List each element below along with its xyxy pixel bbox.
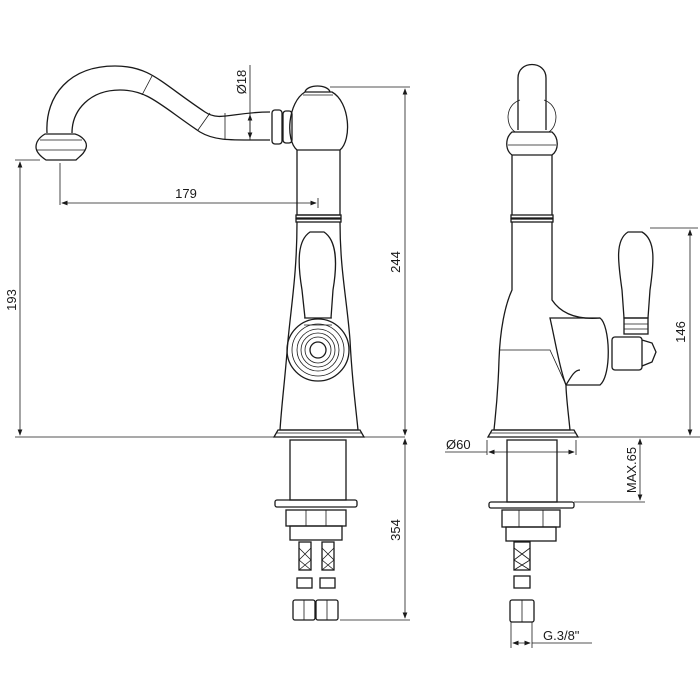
dim-total-length: 354: [388, 519, 403, 541]
faucet-body-front: [486, 63, 657, 438]
dim-spout-reach: 179: [175, 186, 197, 201]
dim-base-diameter: Ø60: [446, 437, 471, 452]
dim-spout-diameter: Ø18: [234, 70, 249, 95]
side-view: 193 179 Ø18 244 354: [4, 65, 410, 621]
dim-max-deck-thickness: MAX.65: [624, 447, 639, 493]
mounting-shank-front: [488, 439, 575, 623]
dim-connection-thread: G.3/8": [543, 628, 580, 643]
dim-total-height: 244: [388, 251, 403, 273]
dim-lever-height: 146: [673, 321, 688, 343]
hose-cold: [315, 541, 339, 621]
front-view: 146 Ø60 MAX.65 G.3/8": [445, 63, 700, 648]
mounting-shank-side: [274, 439, 358, 621]
faucet-body: [272, 85, 366, 438]
spout: [35, 65, 293, 161]
dim-spout-height: 193: [4, 289, 19, 311]
hose-hot: [292, 541, 316, 621]
